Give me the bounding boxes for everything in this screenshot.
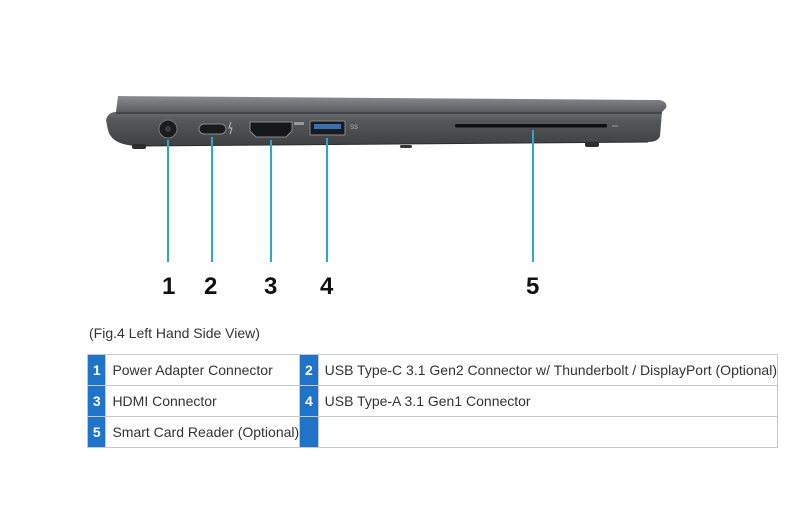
- legend-table: 1 Power Adapter Connector 2 USB Type-C 3…: [86, 354, 779, 448]
- legend-label-4: USB Type-A 3.1 Gen1 Connector: [317, 385, 779, 417]
- smart-card-reader-slot: [455, 124, 618, 128]
- legend-label-1: Power Adapter Connector: [105, 354, 301, 386]
- legend-label-empty: [317, 416, 779, 448]
- svg-text:SS: SS: [350, 125, 358, 131]
- laptop-side-view-figure: SS: [106, 96, 667, 262]
- legend-row: 5 Smart Card Reader (Optional): [86, 416, 779, 448]
- legend-label-2: USB Type-C 3.1 Gen2 Connector w/ Thunder…: [317, 354, 779, 386]
- figure-caption: (Fig.4 Left Hand Side View): [89, 325, 260, 341]
- laptop-body: [106, 96, 667, 149]
- power-adapter-port: [158, 119, 178, 139]
- legend-row: 1 Power Adapter Connector 2 USB Type-C 3…: [86, 354, 779, 386]
- callout-number-3: 3: [264, 273, 278, 300]
- legend-number-3: 3: [86, 385, 107, 417]
- usb-type-c-port: [198, 121, 233, 135]
- legend-number-5: 5: [86, 416, 107, 448]
- legend-label-3: HDMI Connector: [105, 385, 301, 417]
- callout-number-1: 1: [162, 273, 176, 300]
- legend-number-2: 2: [299, 354, 319, 386]
- usb-type-a-port: SS: [309, 120, 358, 136]
- legend-label-5: Smart Card Reader (Optional): [105, 416, 301, 448]
- legend-number-empty: [299, 416, 319, 448]
- hdmi-port: [249, 121, 304, 138]
- leader-lines: [167, 130, 534, 262]
- callout-number-4: 4: [320, 273, 334, 300]
- legend-number-4: 4: [299, 385, 319, 417]
- callout-number-2: 2: [204, 273, 218, 300]
- callout-number-5: 5: [526, 273, 540, 300]
- legend-row: 3 HDMI Connector 4 USB Type-A 3.1 Gen1 C…: [86, 385, 779, 417]
- legend-number-1: 1: [86, 354, 107, 386]
